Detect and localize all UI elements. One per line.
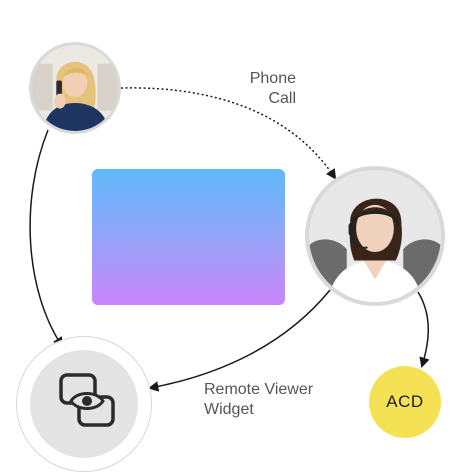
remote-viewer-label-line1: Remote Viewer <box>204 381 314 398</box>
phone-call-label: Phone Call <box>226 69 296 109</box>
agent-to-acd-arrow <box>417 291 430 369</box>
caller-avatar <box>29 42 121 134</box>
eye-screens-icon <box>59 373 115 427</box>
agent-avatar <box>305 166 445 306</box>
phone-call-label-line2: Call <box>268 90 296 107</box>
caller-photo-icon <box>32 45 118 131</box>
screen-gradient-panel <box>92 169 285 305</box>
phone-call-label-line1: Phone <box>249 70 296 87</box>
acd-badge: ACD <box>369 366 441 438</box>
agent-photo-icon <box>309 170 441 302</box>
remote-viewer-widget-label: Remote Viewer Widget <box>204 380 313 420</box>
remote-viewer-label-line2: Widget <box>204 401 254 418</box>
caller-to-widget-arrow <box>29 129 64 348</box>
